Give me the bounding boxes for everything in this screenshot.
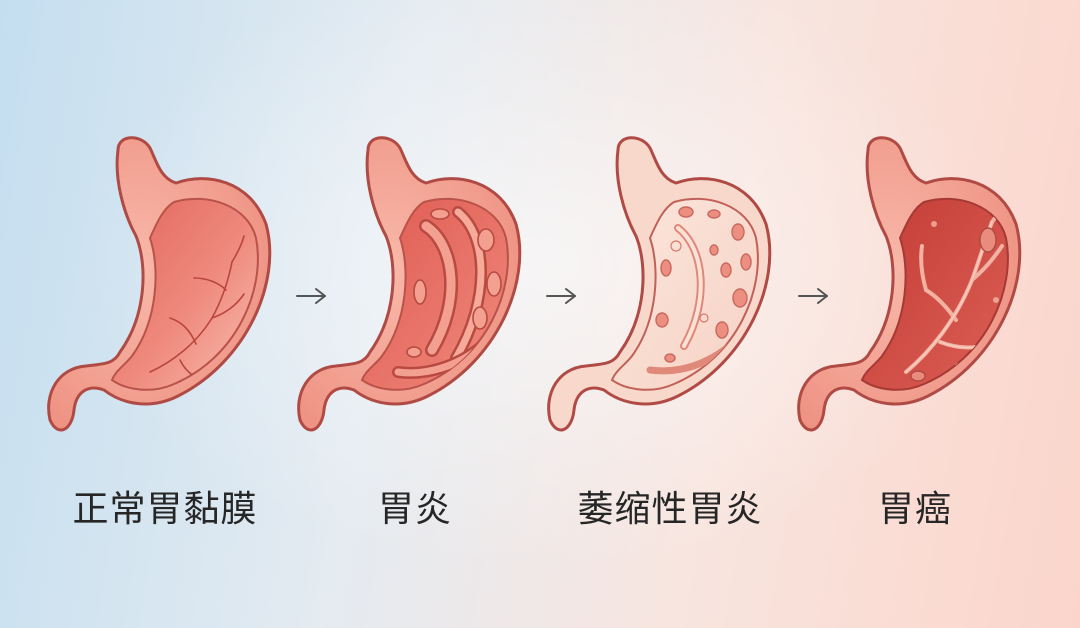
stage-label-cancer: 胃癌	[877, 489, 952, 530]
arrow-right-icon	[798, 288, 828, 304]
tumor-growth	[904, 202, 1008, 382]
stomach-atrophic	[547, 136, 772, 432]
stomach-cancer	[797, 136, 1022, 432]
arrow-right-icon	[546, 288, 576, 304]
arrow-right-icon	[296, 288, 326, 304]
stage-label-atrophic: 萎缩性胃炎	[577, 489, 763, 530]
stage-label-gastritis: 胃炎	[377, 489, 452, 530]
blood-vessels	[149, 235, 245, 381]
stage-label-normal: 正常胃黏膜	[72, 489, 258, 530]
stomach-normal	[47, 136, 272, 432]
stomach-gastritis	[297, 136, 522, 432]
